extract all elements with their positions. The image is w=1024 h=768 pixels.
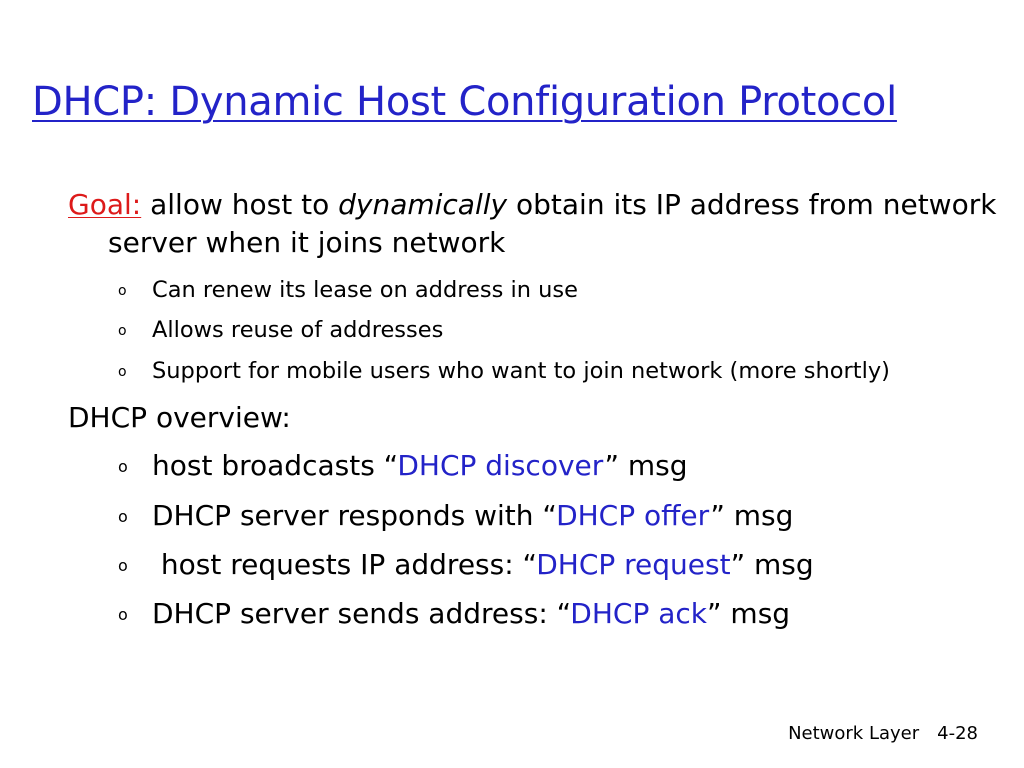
list-item-text: Can renew its lease on address in use: [152, 277, 578, 303]
goal-label: Goal:: [68, 188, 142, 221]
list-item: o Support for mobile users who want to jo…: [118, 356, 890, 387]
bullet-icon: o: [118, 323, 127, 339]
list-item: o DHCP server sends address: “DHCP ack” m…: [118, 596, 790, 633]
goal-text-before: allow host to: [141, 188, 339, 221]
list-item: o DHCP server responds with “DHCP offer” …: [118, 498, 793, 535]
list-item: o Allows reuse of addresses: [118, 315, 443, 346]
item-text-before: host broadcasts “: [152, 449, 398, 482]
slide-title: DHCP: Dynamic Host Configuration Protoco…: [32, 79, 897, 125]
dhcp-message-name: DHCP ack: [570, 597, 708, 630]
list-item: o host broadcasts “DHCP discover” msg: [118, 448, 687, 485]
item-text-after: ” msg: [707, 597, 791, 630]
item-text-after: ” msg: [604, 449, 688, 482]
item-text-after: ” msg: [710, 499, 794, 532]
item-text-before: DHCP server sends address: “: [152, 597, 571, 630]
goal-paragraph: Goal: allow host to dynamically obtain i…: [68, 186, 1024, 262]
item-text-before: DHCP server responds with “: [152, 499, 557, 532]
dhcp-message-name: DHCP request: [536, 548, 731, 581]
goal-emphasis: dynamically: [338, 188, 508, 221]
bullet-icon: o: [118, 507, 128, 526]
list-item: o Can renew its lease on address in use: [118, 275, 578, 306]
bullet-icon: o: [118, 283, 127, 299]
list-item: o host requests IP address: “DHCP reques…: [118, 547, 814, 584]
bullet-icon: o: [118, 605, 128, 624]
bullet-icon: o: [118, 457, 128, 476]
page-number: 4-28: [937, 723, 978, 744]
list-item-text: Allows reuse of addresses: [152, 317, 444, 343]
footer-section: Network Layer: [788, 723, 920, 744]
slide-footer: Network Layer 4-28: [788, 722, 978, 746]
dhcp-message-name: DHCP offer: [556, 499, 711, 532]
overview-heading: DHCP overview:: [68, 401, 291, 434]
dhcp-message-name: DHCP discover: [397, 449, 605, 482]
item-text-before: host requests IP address: “: [152, 548, 537, 581]
goal-text-after: obtain its IP address from network serve…: [108, 188, 997, 259]
bullet-icon: o: [118, 364, 127, 380]
list-item-text: Support for mobile users who want to joi…: [152, 358, 890, 384]
bullet-icon: o: [118, 556, 128, 575]
item-text-after: ” msg: [730, 548, 814, 581]
